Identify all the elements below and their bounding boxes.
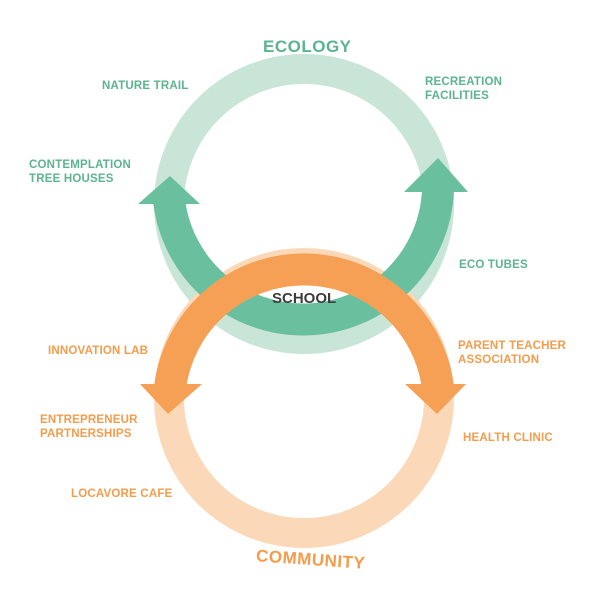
community-arrowhead-left — [140, 384, 202, 414]
entrepreneur-partnerships-label: ENTREPRENEUR PARTNERSHIPS — [40, 414, 138, 440]
health-clinic-label: HEALTH CLINIC — [463, 432, 553, 444]
ecology-arrowhead-left — [138, 176, 200, 204]
locavore-cafe-label: LOCAVORE CAFE — [71, 488, 173, 500]
ecology-arrow-arc — [153, 189, 454, 336]
innovation-lab-label: INNOVATION LAB — [48, 345, 149, 357]
eco-tubes-label: ECO TUBES — [459, 259, 528, 271]
school-label: SCHOOL — [272, 290, 337, 307]
community-arrow-arc — [154, 253, 454, 391]
ecology-arrowhead-right — [404, 158, 468, 192]
community-arrowhead-right — [405, 384, 466, 414]
nature-trail-label: NATURE TRAIL — [102, 80, 189, 92]
ecology-title: ECOLOGY — [263, 37, 352, 56]
recreation-facilities-label: RECREATION FACILITIES — [425, 76, 503, 102]
contemplation-tree-houses-label: CONTEMPLATION TREE HOUSES — [29, 159, 132, 185]
parent-teacher-association-label: PARENT TEACHER ASSOCIATION — [458, 340, 567, 366]
